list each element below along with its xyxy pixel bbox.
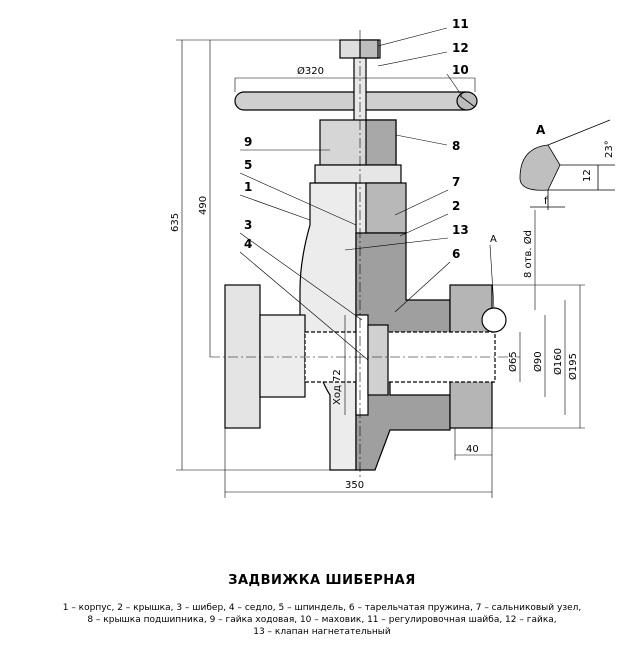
dim-bolt-holes: 8 отв. Ød [522,230,534,278]
dim-total-length: 350 [345,480,364,491]
label-part-7: 7 [452,175,460,189]
parts-legend: 1 – корпус, 2 – крышка, 3 – шибер, 4 – с… [0,602,644,638]
detail-size: 12 [582,169,593,182]
packing-gland [314,164,402,184]
label-part-5: 5 [244,158,252,172]
dim-gate-stroke: Ход 72 [332,369,343,405]
gate-valve-drawing: 11 12 10 8 9 5 1 7 2 3 13 4 6 A Ø320 635… [170,17,615,498]
label-part-6: 6 [452,247,460,261]
dim-flange-width: 40 [466,444,479,455]
label-part-11: 11 [452,17,469,31]
inlet-pipe [259,314,306,398]
adjusting-washer [359,39,379,59]
label-part-3: 3 [244,218,252,232]
dim-handwheel-diameter: Ø320 [297,65,324,77]
legend-line: 13 – клапан нагнетательный [253,627,391,637]
dim-total-height: 635 [170,213,181,232]
dim-bore-90: Ø90 [532,351,544,372]
valve-body-section [355,232,451,471]
dim-axis-height: 490 [198,196,209,215]
flange-bolt-hole [481,307,507,333]
label-part-9: 9 [244,135,252,149]
label-part-1: 1 [244,180,252,194]
gate [355,314,369,416]
label-part-12: 12 [452,41,469,55]
inlet-flange [224,284,261,429]
legend-line: 1 – корпус, 2 – крышка, 3 – шибер, 4 – с… [62,603,582,613]
drawing-title: ЗАДВИЖКА ШИБЕРНАЯ [228,573,416,588]
detail-a-view [519,119,615,210]
detail-a-title: A [536,123,546,137]
detail-f: f [544,196,548,207]
label-part-8: 8 [452,139,460,153]
dim-bolt-circle-160: Ø160 [552,348,564,375]
detail-view-marker: A [490,234,497,245]
dim-flange-195: Ø195 [567,353,579,380]
label-part-4: 4 [244,237,252,251]
legend-line: 8 – крышка подшипника, 9 – гайка ходовая… [87,615,557,625]
detail-angle: 23° [604,140,615,158]
label-part-10: 10 [452,63,469,77]
seat [367,324,389,396]
label-part-13: 13 [452,223,469,237]
label-part-2: 2 [452,199,460,213]
dim-bore-65: Ø65 [507,351,519,372]
